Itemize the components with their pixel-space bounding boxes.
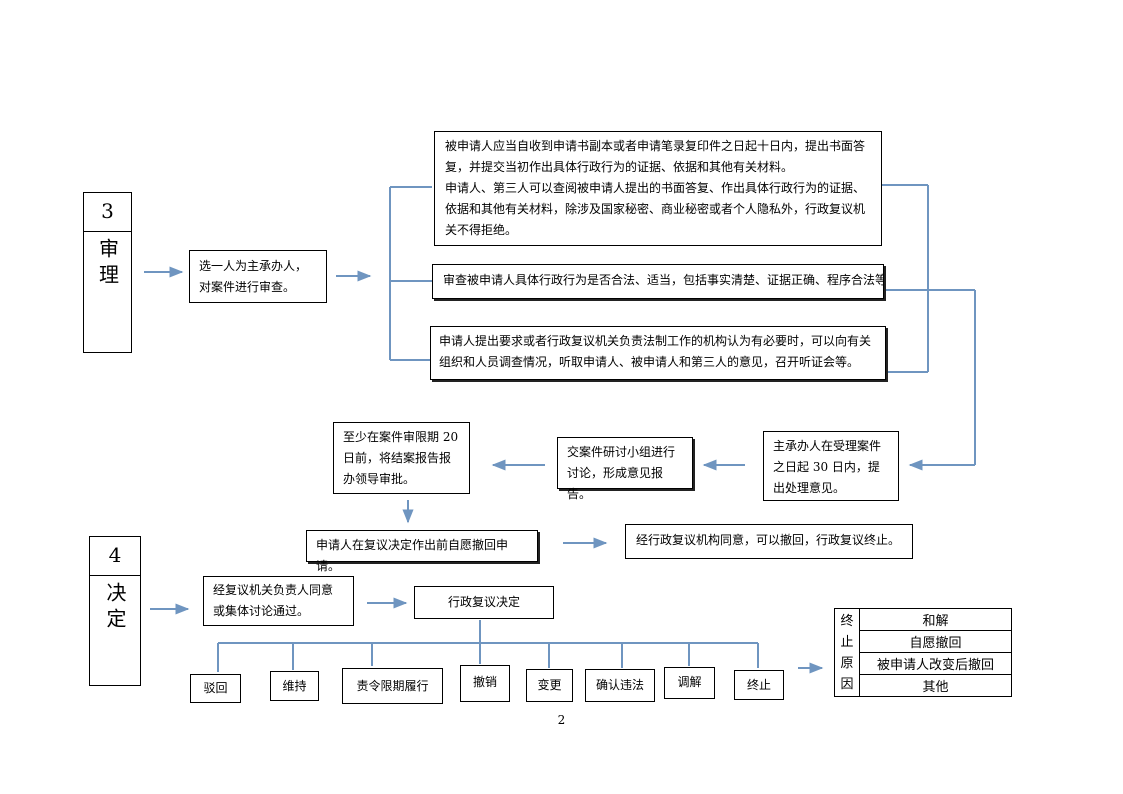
termination-reasons-table: 终 止 原 因 和解 自愿撤回 被申请人改变后撤回 其他 [834,608,1012,697]
handler-opinion-box: 主承办人在受理案件之日起 30 日内，提出处理意见。 [763,431,899,501]
stage-4-label: 4 决定 [89,536,141,686]
stage-number: 4 [90,537,140,576]
stage-number: 3 [84,193,131,232]
report-approval-box: 至少在案件审限期 20 日前，将结案报告报办领导审批。 [333,422,470,494]
reason-other: 其他 [859,674,1012,697]
group-discussion-box: 交案件研讨小组进行讨论，形成意见报告。 [557,437,693,501]
reason-settlement: 和解 [859,608,1012,631]
reason-voluntary-withdrawal: 自愿撤回 [859,630,1012,653]
reason-respondent-changed: 被申请人改变后撤回 [859,652,1012,675]
outcome-revoke: 撤销 [460,665,510,702]
outcome-order-perform: 责令限期履行 [342,668,443,704]
select-handler-box: 选一人为主承办人，对案件进行审查。 [189,250,327,303]
withdraw-request-box: 申请人在复议决定作出前自愿撤回申请。 [306,530,538,573]
termination-label: 终 止 原 因 [834,608,860,697]
stage-3-label: 3 审理 [83,192,132,353]
outcome-mediate: 调解 [664,667,715,699]
reply-box: 被申请人应当自收到申请书副本或者申请笔录复印件之日起十日内，提出书面答复，并提交… [434,131,882,246]
review-box: 审查被申请人具体行政行为是否合法、适当，包括事实清楚、证据正确、程序合法等 [432,264,884,299]
withdraw-approved-box: 经行政复议机构同意，可以撤回，行政复议终止。 [625,524,913,559]
outcome-uphold: 维持 [270,671,319,701]
outcome-terminate: 终止 [734,670,784,700]
stage-name: 决定 [103,582,127,634]
leader-approval-box: 经复议机关负责人同意或集体讨论通过。 [203,576,354,626]
outcome-reject: 驳回 [190,674,241,703]
investigate-box: 申请人提出要求或者行政复议机关负责法制工作的机构认为有必要时，可以向有关组织和人… [430,326,886,380]
outcome-confirm-illegal: 确认违法 [585,669,655,702]
page-number: 2 [557,713,566,727]
outcome-modify: 变更 [526,669,573,702]
decision-box: 行政复议决定 [414,586,554,619]
stage-name: 审理 [95,238,120,290]
